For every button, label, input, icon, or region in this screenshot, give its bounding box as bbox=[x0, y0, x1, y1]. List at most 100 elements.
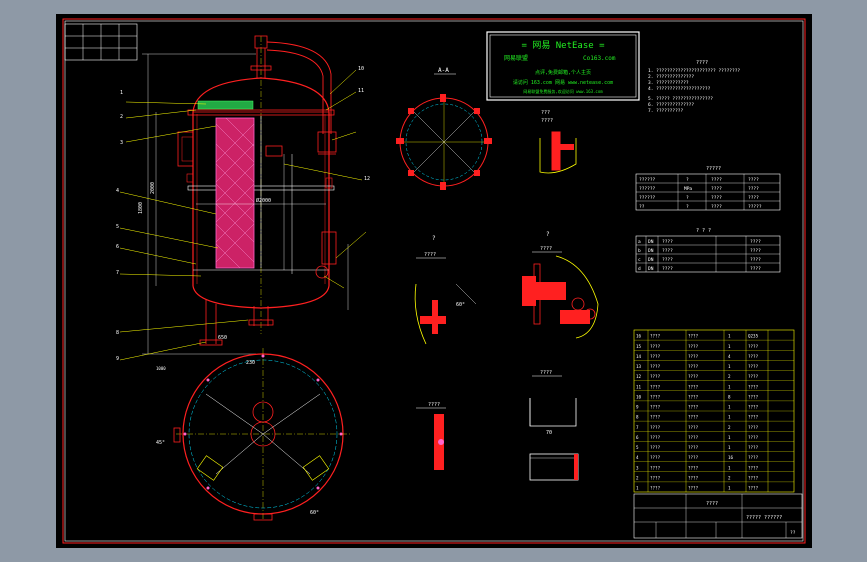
bom-cell: 4 bbox=[728, 354, 731, 359]
bom-cell: 1 bbox=[636, 486, 639, 491]
drawing-frame-outer bbox=[62, 18, 806, 544]
logo-line2: 请访问 163.com 网易 www.netease.com bbox=[513, 79, 613, 86]
bom-cell: ???? bbox=[650, 475, 661, 480]
table1-r0c1: ? bbox=[686, 177, 689, 183]
table2-r2c2: ???? bbox=[662, 257, 673, 263]
note-3: 3. ???????????? bbox=[648, 80, 689, 86]
title-block: ???? ????? ?????? ?? bbox=[633, 493, 803, 539]
table2-title: ? ? ? bbox=[696, 228, 711, 234]
leader-label-h: 8 bbox=[116, 330, 119, 336]
dim-height: 1800 bbox=[138, 202, 144, 214]
detail-3-label: ???? bbox=[540, 370, 552, 376]
leader-label-g: 7 bbox=[116, 270, 119, 276]
table1-r0c0: ?????? bbox=[639, 177, 656, 183]
table2-r3c2: ???? bbox=[662, 266, 673, 272]
bom-cell: 1 bbox=[728, 465, 731, 470]
drawing-viewport[interactable]: = 网易 NetEase = 网易联盟 Co163.com 点评,免费邮箱,个人… bbox=[56, 14, 812, 548]
bom-cell: 1 bbox=[728, 415, 731, 420]
bom-cell: ???? bbox=[650, 435, 661, 440]
bom-cell: 8 bbox=[728, 394, 731, 399]
bom-cell: ???? bbox=[688, 475, 699, 480]
bom-cell: ???? bbox=[650, 415, 661, 420]
table2-r0c3: ???? bbox=[750, 239, 761, 245]
table1-r2c1: ? bbox=[686, 195, 689, 201]
table1-r0c3: ???? bbox=[748, 177, 759, 183]
logo-subtitle-right: Co163.com bbox=[583, 55, 616, 62]
dim-leg: 650 bbox=[218, 335, 227, 341]
bom-cell: ???? bbox=[688, 455, 699, 460]
bom-cell: 1 bbox=[728, 384, 731, 389]
dim-diameter: Ø2000 bbox=[256, 197, 271, 204]
detail-view-2: ? ???? bbox=[522, 231, 599, 339]
table2-r2c1: DN bbox=[648, 257, 654, 263]
bom-cell: 16 bbox=[728, 455, 734, 460]
table1-r0c2: ???? bbox=[711, 177, 722, 183]
bom-cell: ???? bbox=[650, 354, 661, 359]
table2-r3c0: d bbox=[638, 266, 641, 272]
bom-cell: ???? bbox=[650, 334, 661, 339]
bom-cell: ???? bbox=[688, 364, 699, 369]
detail-top-label2: ???? bbox=[541, 118, 553, 124]
table2-r3c1: DN bbox=[648, 266, 654, 272]
bom-cell: ???? bbox=[650, 344, 661, 349]
bom-cell: 1 bbox=[728, 445, 731, 450]
leader-label-l: 12 bbox=[364, 176, 370, 182]
leader-label-i: 9 bbox=[116, 356, 119, 362]
plan-dim-top: 230 bbox=[246, 360, 255, 366]
bom-cell: ???? bbox=[748, 415, 759, 420]
bom-cell: ???? bbox=[688, 486, 699, 491]
bom-cell: ???? bbox=[688, 334, 699, 339]
cad-drawing-canvas[interactable]: = 网易 NetEase = 网易联盟 Co163.com 点评,免费邮箱,个人… bbox=[56, 14, 812, 548]
bom-cell: ???? bbox=[688, 354, 699, 359]
bom-cell: ???? bbox=[650, 486, 661, 491]
detail-view-3: ???? 70 bbox=[529, 370, 579, 481]
bom-cell: 3 bbox=[636, 465, 639, 470]
bom-cell: ???? bbox=[748, 374, 759, 379]
bom-cell: 14 bbox=[636, 354, 642, 359]
notes-title: ???? bbox=[696, 60, 708, 66]
logo-line1: 点评,免费邮箱,个人主页 bbox=[535, 69, 591, 76]
bom-cell: ???? bbox=[688, 405, 699, 410]
bom-cell: 13 bbox=[636, 364, 642, 369]
leader-label-k: 11 bbox=[358, 88, 364, 94]
detail-view-4: ???? bbox=[416, 402, 446, 470]
section-aa-label: A-A bbox=[438, 67, 449, 74]
section-aa-view: A-A bbox=[396, 67, 492, 190]
bom-cell: ???? bbox=[748, 354, 759, 359]
leader-label-e: 5 bbox=[116, 224, 119, 230]
note-7: 7. ?????????? bbox=[648, 108, 684, 114]
vessel-plan-view: 45° 60° 230 bbox=[156, 348, 350, 521]
table2-r1c1: DN bbox=[648, 248, 654, 254]
title-block-sheet: ?? bbox=[790, 530, 796, 536]
note-5: 5. ????? ??????????????? bbox=[648, 96, 713, 102]
detail-1-angle: 60° bbox=[456, 302, 465, 308]
bom-cell: ???? bbox=[688, 425, 699, 430]
note-4: 4. ???????????????????? bbox=[648, 86, 711, 92]
table1-r1c2: ???? bbox=[711, 186, 722, 192]
detail-1-label: ? bbox=[432, 235, 436, 242]
bom-cell: 11 bbox=[636, 384, 642, 389]
detail-top-label: ??? bbox=[541, 110, 550, 116]
table1-r2c0: ?????? bbox=[639, 195, 656, 201]
bom-cell: 1 bbox=[728, 334, 731, 339]
revision-block bbox=[64, 23, 138, 61]
bom-cell: ???? bbox=[748, 425, 759, 430]
table2-r1c2: ???? bbox=[662, 248, 673, 254]
dim-shell: 2000 bbox=[150, 182, 156, 194]
bom-cell: ???? bbox=[748, 486, 759, 491]
bom-cell: ???? bbox=[748, 394, 759, 399]
logo-subtitle-left: 网易联盟 bbox=[504, 54, 528, 62]
bom-cell: 5 bbox=[636, 445, 639, 450]
leader-label-f: 6 bbox=[116, 244, 119, 250]
title-block-code: ????? ?????? bbox=[746, 515, 782, 521]
detail-view-1: ? ???? 60° bbox=[414, 235, 477, 345]
bom-cell: ???? bbox=[650, 445, 661, 450]
bom-cell: 12 bbox=[636, 374, 642, 379]
dim-base: 1000 bbox=[156, 366, 166, 371]
bom-cell: 16 bbox=[636, 334, 642, 339]
table2-r1c3: ???? bbox=[750, 248, 761, 254]
bom-cell: ???? bbox=[650, 405, 661, 410]
bom-cell: 15 bbox=[636, 344, 642, 349]
table2-r0c2: ???? bbox=[662, 239, 673, 245]
